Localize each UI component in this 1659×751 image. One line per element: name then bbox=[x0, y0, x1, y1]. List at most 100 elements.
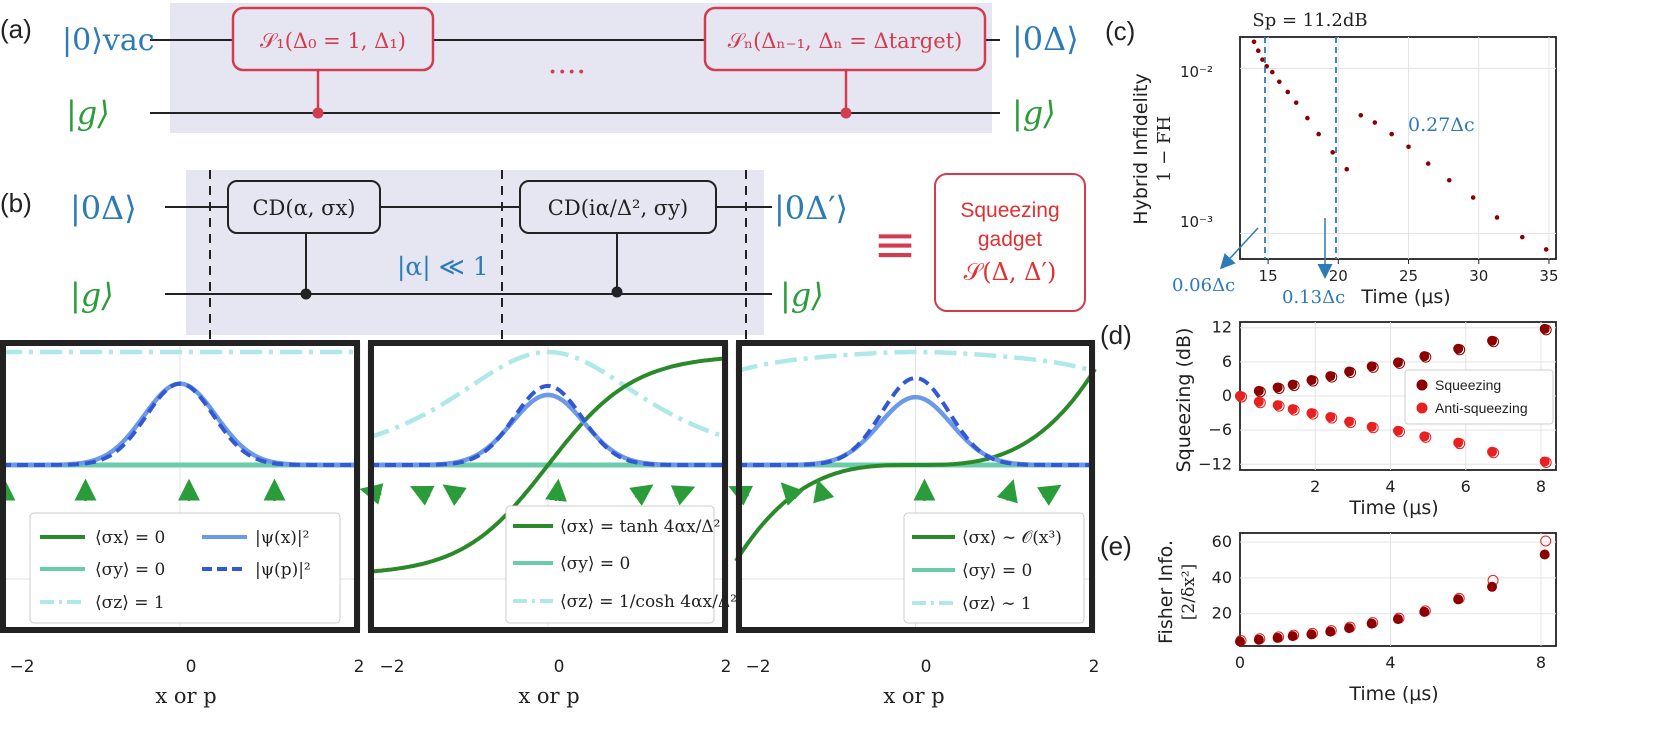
panel3-arrow bbox=[813, 479, 835, 504]
d-xlabel: Time (μs) bbox=[1348, 497, 1438, 519]
c-point bbox=[1293, 100, 1299, 105]
d-point bbox=[1539, 323, 1550, 334]
e-point bbox=[1306, 629, 1317, 640]
label-a: (a) bbox=[0, 14, 32, 44]
c-point bbox=[1316, 131, 1321, 137]
legend-panel-2: ⟨σx⟩ = tanh 4αx/Δ² ⟨σy⟩ = 0 ⟨σz⟩ = 1/cos… bbox=[505, 505, 737, 624]
d-point bbox=[1453, 437, 1464, 448]
c-xlabel: Time (μs) bbox=[1360, 286, 1450, 308]
c-title: Sp = 11.2dB bbox=[1252, 10, 1367, 31]
gate-s1 bbox=[231, 6, 435, 72]
d-points bbox=[1235, 323, 1552, 468]
c-point bbox=[1270, 69, 1275, 75]
p2-tick-2: 2 bbox=[721, 657, 732, 677]
d-point bbox=[1393, 357, 1403, 368]
d-xtick-label: 2 bbox=[1310, 477, 1320, 496]
e-points bbox=[1235, 535, 1552, 647]
c-grid bbox=[1240, 37, 1556, 259]
gate-sn-label: 𝒮ₙ(Δₙ₋₁, Δₙ = Δtarget) bbox=[728, 29, 963, 53]
equivalence-sign: ≡ bbox=[873, 215, 917, 275]
d-point bbox=[1344, 366, 1355, 377]
c-ann-013: 0.13Δc bbox=[1282, 287, 1345, 308]
e-ytick-label: 20 bbox=[1212, 604, 1232, 623]
gate-s1-label: 𝒮₁(Δ₀ = 1, Δ₁) bbox=[260, 29, 406, 53]
p1-xlabel: x or p bbox=[155, 684, 216, 708]
e-ytick-label: 40 bbox=[1212, 568, 1232, 587]
d-point bbox=[1325, 371, 1336, 382]
panel3-arrow bbox=[1036, 484, 1062, 506]
c-point bbox=[1543, 247, 1549, 252]
d-point bbox=[1539, 456, 1550, 467]
panel2-arrow bbox=[545, 478, 567, 502]
e-point bbox=[1487, 581, 1498, 592]
state-g-out-b: |g⟩ bbox=[780, 276, 824, 314]
state-g-in-b: |g⟩ bbox=[70, 276, 114, 314]
legend-p1-sz: ⟨σz⟩ = 1 bbox=[95, 593, 165, 613]
p1-tick-0: 0 bbox=[186, 657, 197, 677]
panel2-arrow bbox=[442, 484, 467, 506]
legend-panel-3: ⟨σx⟩ ∼ 𝒪(x³) ⟨σy⟩ = 0 ⟨σz⟩ ∼ 1 bbox=[903, 512, 1085, 624]
legend-p2-sy: ⟨σy⟩ = 0 bbox=[560, 554, 630, 574]
c-point bbox=[1406, 144, 1411, 150]
c-arrow-006 bbox=[1219, 227, 1259, 270]
gadget-line-1: Squeezing bbox=[960, 199, 1059, 222]
d-point bbox=[1306, 408, 1317, 419]
c-point bbox=[1358, 112, 1364, 118]
d-ylabel: Squeezing (dB) bbox=[1173, 328, 1195, 473]
gate-cd-x-label: CD(α, σx) bbox=[252, 196, 355, 220]
legend-p3-sz: ⟨σz⟩ ∼ 1 bbox=[962, 594, 1032, 614]
e-point bbox=[1272, 632, 1283, 643]
d-ytick-label: 12 bbox=[1212, 318, 1232, 337]
c-ylabel-1: Hybrid Infidelity bbox=[1130, 73, 1152, 224]
legend-p1-sy: ⟨σy⟩ = 0 bbox=[95, 560, 165, 580]
wigner-axes-labels: −2 0 2 −2 0 2 −2 0 2 x or p x or p x or … bbox=[9, 657, 1099, 708]
legend-p3-sx: ⟨σx⟩ ∼ 𝒪(x³) bbox=[962, 528, 1062, 548]
alpha-condition: |α| ≪ 1 bbox=[397, 252, 489, 282]
e-xtick-label: 0 bbox=[1235, 653, 1245, 672]
panel2-psi-p-curve bbox=[368, 383, 728, 467]
panel3-arrow bbox=[780, 482, 804, 506]
d-ytick-label: 6 bbox=[1222, 352, 1232, 371]
d-ytick-label: 0 bbox=[1222, 386, 1232, 405]
legend-p1-psix: |ψ(x)|² bbox=[255, 528, 309, 548]
e-xtick-label: 8 bbox=[1536, 653, 1546, 672]
d-xtick-label: 4 bbox=[1385, 477, 1395, 496]
p2-tick-0: 0 bbox=[554, 657, 565, 677]
state-delta-out-a: |0Δ⟩ bbox=[1012, 20, 1079, 58]
state-g-in-a: |g⟩ bbox=[66, 94, 110, 132]
label-e: (e) bbox=[1100, 531, 1132, 561]
e-point bbox=[1393, 614, 1403, 625]
d-point bbox=[1366, 421, 1377, 432]
c-point bbox=[1519, 234, 1525, 240]
c-point bbox=[1255, 48, 1261, 54]
d-point bbox=[1366, 361, 1377, 372]
d-point bbox=[1419, 351, 1430, 362]
ellipsis-dots: ···· bbox=[548, 55, 586, 90]
c-point bbox=[1260, 57, 1265, 62]
panel1-frame bbox=[0, 340, 360, 633]
p2-xlabel: x or p bbox=[518, 684, 579, 708]
state-delta-in-b: |0Δ⟩ bbox=[70, 189, 137, 227]
legend-p2-sz: ⟨σz⟩ = 1/cosh 4αx/Δ² bbox=[560, 592, 737, 612]
legend-p2-sx: ⟨σx⟩ = tanh 4αx/Δ² bbox=[560, 517, 720, 537]
panel3-arrow bbox=[996, 479, 1018, 504]
c-point bbox=[1470, 195, 1476, 200]
d-xtick-label: 8 bbox=[1536, 477, 1546, 496]
e-point bbox=[1235, 636, 1245, 647]
control-dot-cd-y bbox=[611, 286, 623, 298]
state-delta-out-b: |0Δ′⟩ bbox=[774, 189, 848, 227]
state-g-out-a: |g⟩ bbox=[1012, 94, 1056, 132]
panel2-sigma-x-curve bbox=[367, 356, 729, 574]
label-d: (d) bbox=[1100, 320, 1132, 350]
e-ylabel-1: Fisher Info. bbox=[1155, 540, 1177, 644]
c-point bbox=[1425, 161, 1431, 166]
c-plot-frame bbox=[1239, 36, 1557, 260]
e-xtick-label: 4 bbox=[1385, 653, 1395, 672]
e-point bbox=[1253, 634, 1264, 645]
label-b: (b) bbox=[0, 188, 32, 218]
e-grid bbox=[1240, 533, 1556, 646]
squeezing-gadget-box bbox=[934, 173, 1086, 312]
c-xtick-label: 25 bbox=[1399, 267, 1418, 285]
